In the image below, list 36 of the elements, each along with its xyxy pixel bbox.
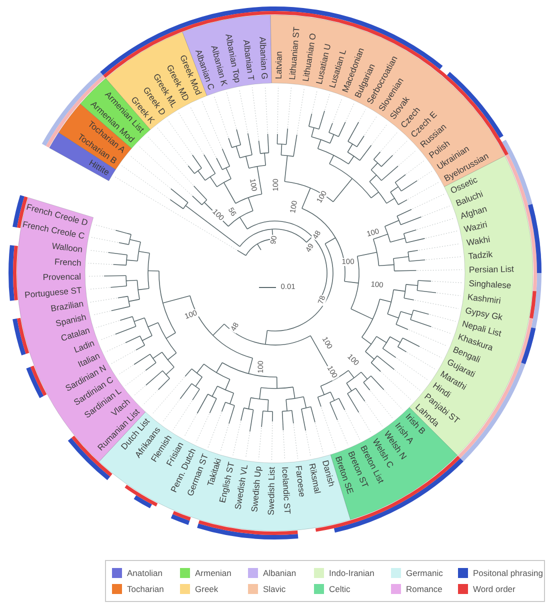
language-name: Kashmiri: [466, 292, 502, 306]
legend-label: Word order: [473, 584, 516, 594]
language-name: French: [54, 256, 82, 268]
legend-label: Romance: [406, 584, 442, 594]
language-name: Swedish List: [266, 466, 277, 516]
language-name: Brazilian: [50, 298, 84, 314]
language-name: Tadzik: [468, 249, 493, 262]
language-name: Persian List: [468, 264, 514, 275]
language-name: Singhalese: [468, 278, 512, 290]
legend-label: Albanian: [263, 568, 296, 578]
language-name: Swedish VL: [232, 464, 250, 510]
legend-label: Greek: [195, 584, 218, 594]
language-name: Latvian: [273, 51, 284, 80]
language-name: Portuguese ST: [24, 284, 82, 300]
language-name: Icelandic ST: [280, 466, 293, 514]
legend-label: Celtic: [329, 584, 350, 594]
language-name: Lithuanian ST: [286, 26, 302, 80]
language-name: Riksmal: [307, 462, 323, 494]
legend-label: Anatolian: [127, 568, 162, 578]
language-name: Spanish: [54, 312, 88, 328]
legend-label: Germanic: [406, 568, 443, 578]
legend-label: Indo-Iranian: [329, 568, 374, 578]
language-name: Ladin: [72, 338, 96, 355]
language-name: Walloon: [51, 240, 84, 254]
language-name: Faroese: [294, 464, 308, 498]
legend-label: Positonal phrasing: [473, 568, 543, 578]
legend-label: Slavic: [263, 584, 286, 594]
language-name: Albanian T: [241, 39, 256, 82]
language-name: Waziri: [462, 219, 488, 234]
language-name: Provencal: [42, 271, 82, 282]
language-name: Albanian G: [258, 36, 270, 80]
language-name: Wakhi: [466, 234, 491, 248]
language-name: Danish: [320, 459, 337, 488]
legend-label: Tocharian: [127, 584, 164, 594]
language-name: Swedish Up: [249, 466, 264, 512]
legend-label: Armenian: [195, 568, 232, 578]
